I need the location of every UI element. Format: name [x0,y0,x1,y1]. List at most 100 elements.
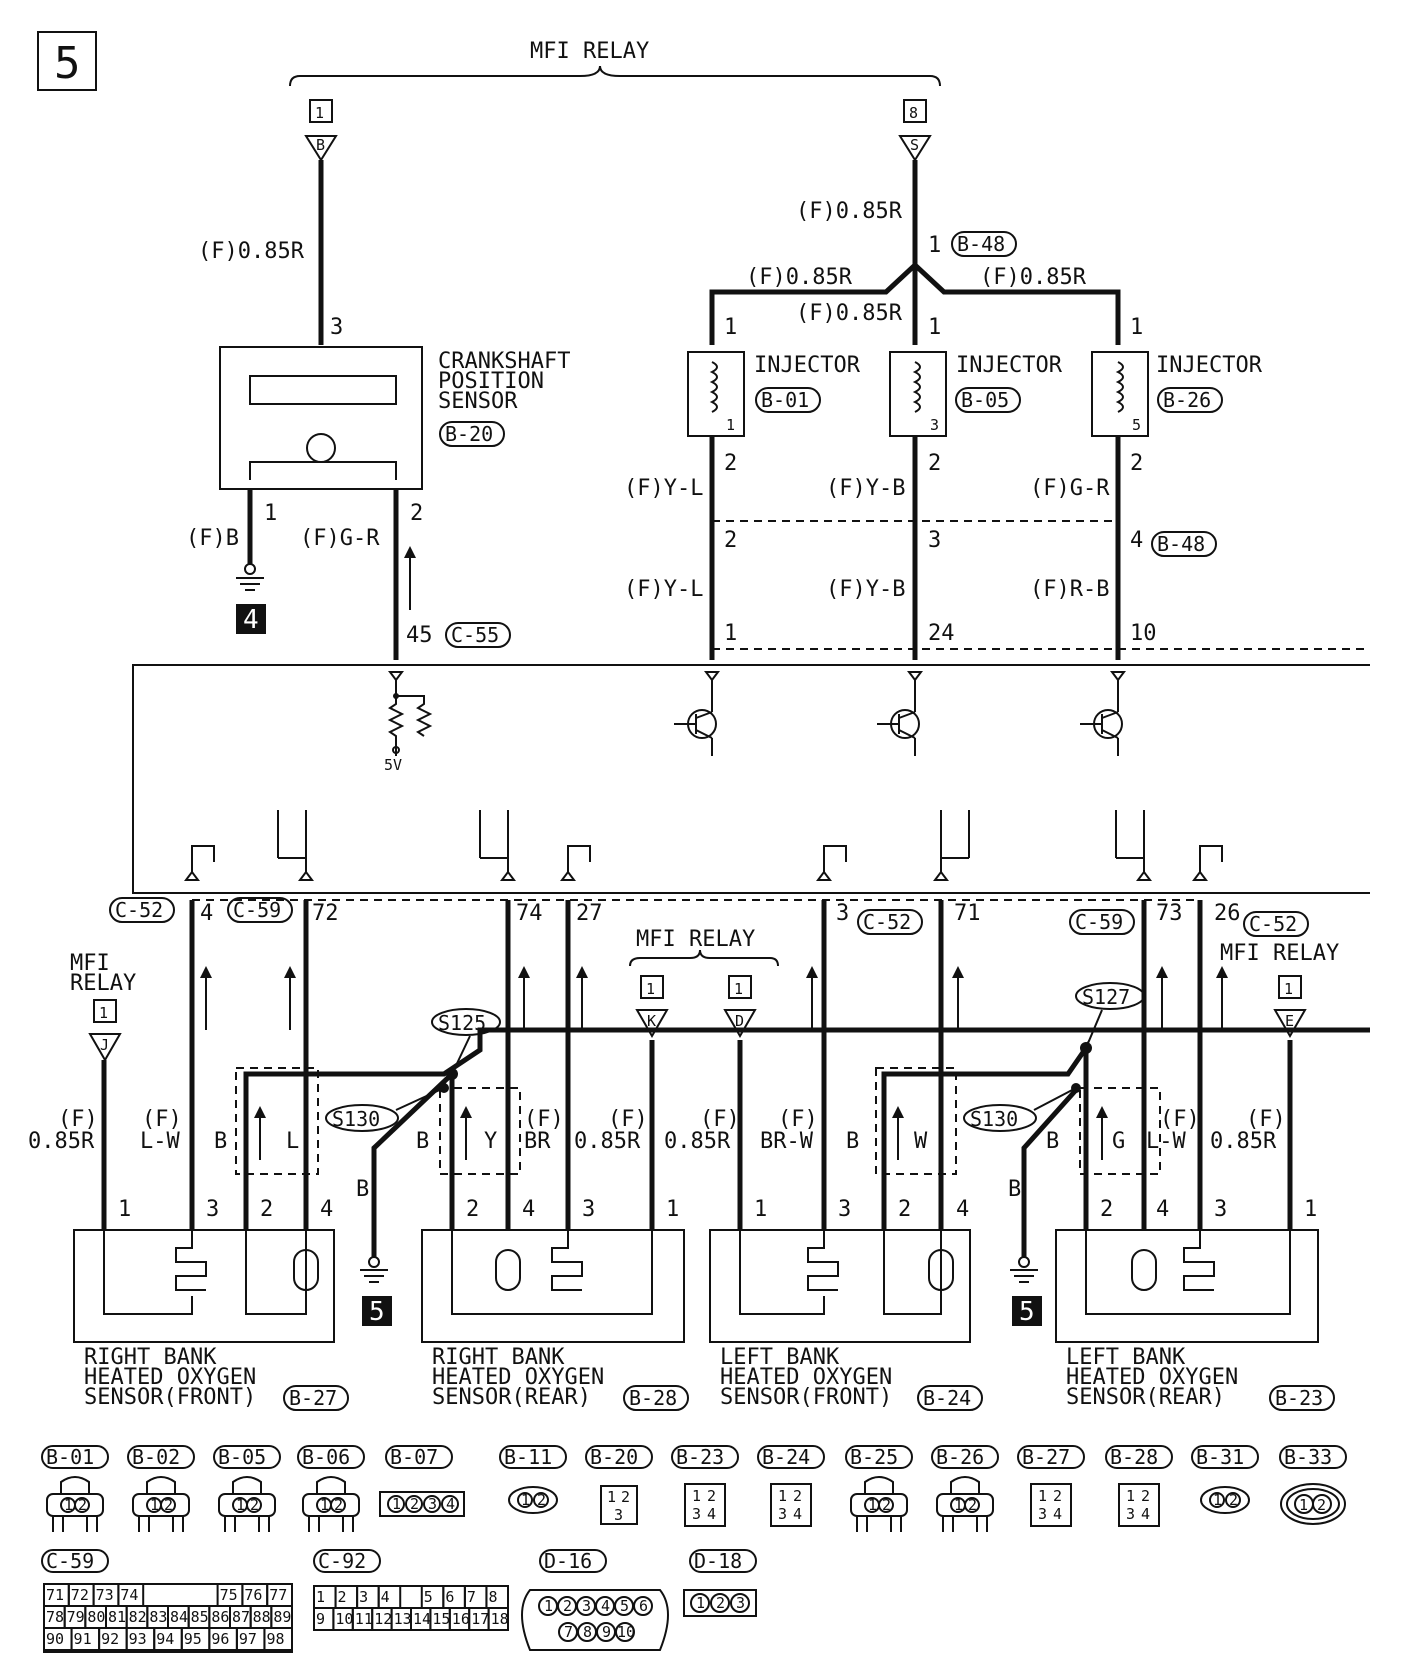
right-relay-e-marker [1273,1009,1307,1039]
branch-left-label: (F)0.85R [746,265,853,290]
ecm-c55-badge [445,622,511,648]
ground-ref-5b-box [1012,1296,1042,1326]
legend-label: B-06 [302,1445,350,1469]
relay-letter-b: B [316,136,325,154]
ecm-pin-26: 26 [1214,901,1241,926]
s4-pin-c: 3 [1214,1197,1227,1222]
legend-label: D-16 [544,1549,592,1573]
svg-text:W: W [914,1129,928,1154]
left-relay-1-box [93,999,117,1023]
svg-text:(F): (F) [700,1107,740,1132]
wire-color-labels: (F) 0.85R (F) L-W B L B Y (F) BR (F) 0.8… [28,1107,1286,1202]
s2-pin-d: 1 [666,1197,679,1222]
s4-line3: SENSOR(REAR) [1066,1385,1225,1410]
pin-label: 79 [67,1608,85,1626]
pin-label: 2 [1229,1491,1238,1509]
s4-pin-b: 4 [1156,1197,1169,1222]
pin-label: 78 [46,1608,64,1626]
page-number-box [37,31,97,91]
inj5-pin-in: 1 [1130,315,1143,340]
ecm-box [132,664,1370,894]
pin-label: 1 [320,1496,329,1514]
pin-label: 2 [716,1594,725,1612]
inj3-ecm-pin: 24 [928,621,955,646]
pin-label: 94 [156,1630,174,1648]
pin-label: 85 [191,1608,209,1626]
pin-label: 3 [428,1495,437,1513]
left-relay-1: 1 [99,1004,108,1022]
right-relay-1: 1 [1284,980,1293,998]
c59-badge-2 [1069,909,1135,935]
s1-pin-d: 4 [320,1197,333,1222]
svg-text:0.85R: 0.85R [574,1129,641,1154]
s1-line3: SENSOR(FRONT) [84,1385,256,1410]
s1-line2: HEATED OXYGEN [84,1365,256,1390]
ecm-pin-4: 4 [200,901,213,926]
ecm-pin-72: 72 [312,901,339,926]
pin-label: 16 [452,1610,470,1628]
pin-label: 74 [120,1586,138,1604]
ground-icon-ckp [236,577,264,591]
ckp-connector-badge [439,421,505,447]
pin-label: 89 [273,1608,291,1626]
pin-label: 98 [266,1630,284,1648]
splice-s125: S125 [438,1011,486,1035]
pin-label: 1 [544,1597,553,1615]
relay-terminal-1: 1 [315,104,324,122]
pin-label: 3 [692,1505,701,1523]
s4-connector-badge [1269,1385,1335,1411]
pin-label: 6 [639,1597,648,1615]
pin-label: 3 [1038,1505,1047,1523]
svg-text:(F): (F) [142,1107,182,1132]
inj3-wire-b: (F)Y-B [826,577,905,602]
inj5-wire-a: (F)G-R [1030,476,1110,501]
right-relay-1-box [1278,975,1302,999]
inj1-connector-badge [755,387,821,413]
right-relay-e: E [1285,1012,1294,1030]
pin-label: 9 [602,1623,611,1641]
pin-label: 1 [692,1487,701,1505]
ground-ref-4-box [236,604,266,634]
s1-line1: RIGHT BANK [84,1345,217,1370]
svg-text:B: B [416,1129,429,1154]
ckp-signal-wire-label: (F)G-R [300,526,380,551]
pin-label: 91 [74,1630,92,1648]
ecm-pin-72-connector: C-59 [233,898,281,922]
s2-pin-b: 4 [522,1197,535,1222]
svg-text:(F): (F) [1160,1107,1200,1132]
legend-label: B-25 [850,1445,898,1469]
legend-label: B-28 [1110,1445,1158,1469]
s2-connector: B-28 [629,1386,677,1410]
inj3-wire-a: (F)Y-B [826,476,905,501]
pin-label: 95 [184,1630,202,1648]
ecm-injector-driver-3 [877,671,923,756]
mid-relay-1b-box [728,975,752,999]
injector-feed-wire-label: (F)0.85R [796,199,903,224]
svg-text:L: L [286,1129,299,1154]
ckp-name-line3: SENSOR [438,389,518,414]
pin-label: 93 [129,1630,147,1648]
mfi-relay-top-label: MFI RELAY [530,39,649,64]
pin-label: 2 [793,1487,802,1505]
pin-label: 1 [521,1491,530,1509]
ecm-pin-27: 27 [576,901,603,926]
s4-connector: B-23 [1275,1386,1323,1410]
inj5-pin-out: 2 [1130,451,1143,476]
inj3-b48-pin: 3 [928,528,941,553]
legend-label: B-31 [1196,1445,1244,1469]
pin-label: 4 [601,1597,610,1615]
c59-badge-1 [227,897,293,923]
inj1-cyl: 1 [726,416,735,434]
inj1-pin-in: 1 [724,315,737,340]
svg-text:0.85R: 0.85R [1210,1129,1277,1154]
mid-relay-k: K [647,1012,656,1030]
svg-text:(F): (F) [778,1107,818,1132]
pin-label: 2 [621,1488,630,1506]
pin-label: 7 [564,1623,573,1641]
